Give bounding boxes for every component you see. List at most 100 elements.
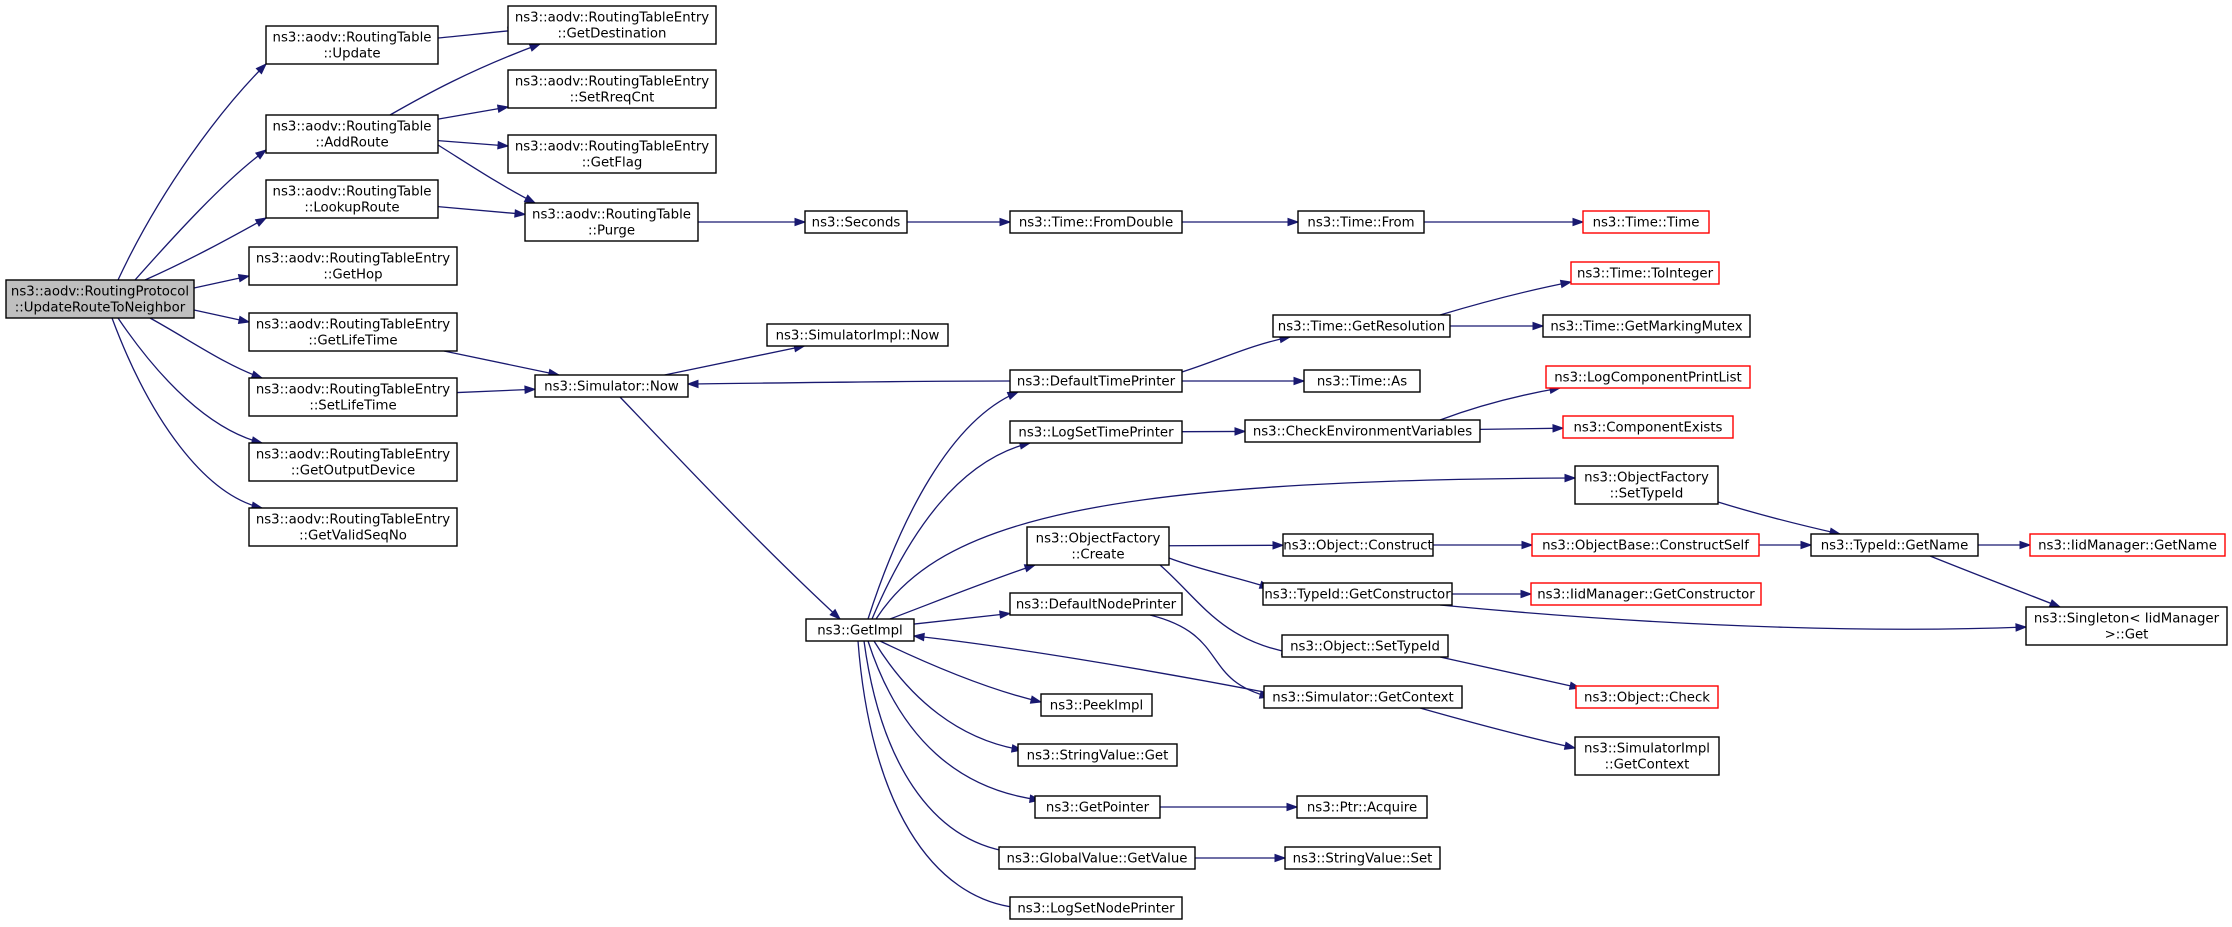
node-box	[1282, 533, 1434, 557]
edge-rt_addroute-to-rte_getflag	[437, 139, 510, 150]
node-time-as[interactable]: ns3::Time::As	[1303, 369, 1421, 393]
node-logsetnodeprinter[interactable]: ns3::LogSetNodePrinter	[1009, 896, 1183, 920]
node-iidmgr-getconstructor[interactable]: ns3::IidManager::GetConstructor	[1530, 582, 1762, 606]
node-checkenv[interactable]: ns3::CheckEnvironmentVariables	[1244, 419, 1481, 443]
node-defnodeprinter[interactable]: ns3::DefaultNodePrinter	[1009, 592, 1183, 616]
node-deftimeprinter[interactable]: ns3::DefaultTimePrinter	[1009, 369, 1183, 393]
node-simimpl-getcontext[interactable]: ns3::SimulatorImpl::GetContext	[1574, 736, 1720, 776]
node-box	[1009, 210, 1183, 234]
edge-obj_construct-to-objbase_constructself	[1433, 540, 1534, 550]
node-label: ::GetContext	[1605, 758, 1690, 773]
node-label: ns3::SimulatorImpl	[1584, 742, 1710, 757]
node-logcompprint[interactable]: ns3::LogComponentPrintList	[1545, 365, 1751, 389]
node-typeid-getname[interactable]: ns3::TypeId::GetName	[1810, 533, 1979, 557]
node-time-time[interactable]: ns3::Time::Time	[1582, 210, 1710, 234]
node-sim-getcontext[interactable]: ns3::Simulator::GetContext	[1263, 685, 1463, 709]
node-label: ns3::aodv::RoutingTableEntry	[256, 252, 450, 267]
edge-getresolution-to-getmarkingmutex	[1450, 321, 1545, 331]
edge-rt_addroute-to-rte_getdest	[389, 43, 542, 116]
node-box	[1562, 415, 1734, 439]
node-label: ns3::aodv::RoutingTableEntry	[515, 11, 709, 26]
node-simimpl-now[interactable]: ns3::SimulatorImpl::Now	[766, 323, 949, 347]
edge-getimpl-to-deftimeprinter	[867, 391, 1020, 620]
edge-deftimeprinter-to-time_as	[1182, 376, 1306, 386]
node-getmarkingmutex[interactable]: ns3::Time::GetMarkingMutex	[1542, 314, 1751, 338]
node-rte-getvalidseq[interactable]: ns3::aodv::RoutingTableEntry::GetValidSe…	[248, 507, 458, 547]
node-stringvalue-get[interactable]: ns3::StringValue::Get	[1017, 743, 1178, 767]
node-label: ns3::Time::From	[1307, 216, 1414, 231]
node-rt-lookup[interactable]: ns3::aodv::RoutingTable::LookupRoute	[265, 179, 439, 219]
node-fromdouble[interactable]: ns3::Time::FromDouble	[1009, 210, 1183, 234]
node-logsettimeprinter[interactable]: ns3::LogSetTimePrinter	[1009, 420, 1183, 444]
node-label: ns3::Simulator::GetContext	[1272, 691, 1453, 706]
node-box	[5, 279, 195, 319]
node-rt-purge[interactable]: ns3::aodv::RoutingTable::Purge	[524, 202, 699, 242]
node-label: ns3::DefaultNodePrinter	[1016, 598, 1177, 613]
node-rte-gethop[interactable]: ns3::aodv::RoutingTableEntry::GetHop	[248, 246, 458, 286]
edge-rte_getlifetime-to-sim_now	[443, 350, 561, 378]
node-box	[248, 442, 458, 482]
node-compexists[interactable]: ns3::ComponentExists	[1562, 415, 1734, 439]
node-rte-setrreq[interactable]: ns3::aodv::RoutingTableEntry::SetRreqCnt	[507, 69, 717, 109]
node-label: ns3::Ptr::Acquire	[1307, 801, 1417, 816]
node-label: ns3::LogSetTimePrinter	[1018, 426, 1174, 441]
node-box	[507, 5, 717, 45]
edge-getimpl-to-stringvalue_get	[873, 640, 1024, 753]
edge-time_from-to-time_time	[1424, 217, 1585, 227]
edge-getpointer-to-ptr_acquire	[1160, 802, 1299, 812]
node-getpointer[interactable]: ns3::GetPointer	[1034, 795, 1161, 819]
edge-sim_now-to-getimpl	[619, 396, 842, 621]
node-label: ns3::aodv::RoutingProtocol	[11, 285, 189, 300]
edge-checkenv-to-compexists	[1479, 424, 1565, 433]
node-peekimpl[interactable]: ns3::PeekImpl	[1040, 693, 1153, 717]
node-time-from[interactable]: ns3::Time::From	[1297, 210, 1425, 234]
node-getimpl[interactable]: ns3::GetImpl	[805, 618, 915, 642]
node-label: ::Create	[1071, 548, 1124, 563]
edge-checkenv-to-logcompprint	[1439, 385, 1562, 421]
node-label: ns3::aodv::RoutingTableEntry	[515, 140, 709, 155]
node-of-create[interactable]: ns3::ObjectFactory::Create	[1026, 526, 1170, 566]
node-box	[1303, 369, 1421, 393]
node-label: ::AddRoute	[315, 136, 388, 151]
node-singleton-get[interactable]: ns3::Singleton< IidManager >::Get	[2025, 606, 2228, 646]
edge-typeid_getconstructor-to-singleton_get	[1439, 604, 2028, 632]
node-getresolution[interactable]: ns3::Time::GetResolution	[1272, 314, 1451, 338]
node-box	[1574, 736, 1720, 776]
node-sim-now[interactable]: ns3::Simulator::Now	[534, 374, 689, 398]
node-iidmgr-getname[interactable]: ns3::IidManager::GetName	[2029, 533, 2226, 557]
node-label: ns3::Time::GetMarkingMutex	[1550, 320, 1742, 335]
edge-sim_getcontext-to-simimpl_getcontext	[1419, 707, 1577, 750]
node-of-settypeid[interactable]: ns3::ObjectFactory::SetTypeId	[1574, 465, 1719, 505]
node-rte-setlifetime[interactable]: ns3::aodv::RoutingTableEntry::SetLifeTim…	[248, 377, 458, 417]
node-label: ns3::aodv::RoutingTableEntry	[256, 383, 450, 398]
edge-logsettimeprinter-to-checkenv	[1181, 427, 1247, 436]
node-label: ns3::Time::GetResolution	[1278, 320, 1445, 335]
node-box	[1296, 795, 1428, 819]
node-box	[1575, 685, 1719, 709]
node-obj-check[interactable]: ns3::Object::Check	[1575, 685, 1719, 709]
node-box	[524, 202, 699, 242]
node-rte-getdest[interactable]: ns3::aodv::RoutingTableEntry::GetDestina…	[507, 5, 717, 45]
node-obj-construct[interactable]: ns3::Object::Construct	[1282, 533, 1434, 557]
node-stringvalue-set[interactable]: ns3::StringValue::Set	[1284, 846, 1441, 870]
node-rt-update[interactable]: ns3::aodv::RoutingTable::Update	[265, 25, 439, 65]
node-rte-getoutput[interactable]: ns3::aodv::RoutingTableEntry::GetOutputD…	[248, 442, 458, 482]
node-ptr-acquire[interactable]: ns3::Ptr::Acquire	[1296, 795, 1428, 819]
node-label: ns3::StringValue::Get	[1027, 749, 1169, 764]
node-objbase-constructself[interactable]: ns3::ObjectBase::ConstructSelf	[1531, 533, 1760, 557]
node-obj-settypeid[interactable]: ns3::Object::SetTypeId	[1281, 634, 1449, 658]
node-label: ns3::Singleton< IidManager	[2034, 612, 2220, 627]
node-box	[1034, 795, 1161, 819]
node-label: ns3::Time::FromDouble	[1019, 216, 1173, 231]
node-typeid-getconstructor[interactable]: ns3::TypeId::GetConstructor	[1262, 582, 1453, 606]
node-tointeger[interactable]: ns3::Time::ToInteger	[1570, 261, 1720, 285]
node-rte-getlifetime[interactable]: ns3::aodv::RoutingTableEntry::GetLifeTim…	[248, 312, 458, 352]
node-rte-getflag[interactable]: ns3::aodv::RoutingTableEntry::GetFlag	[507, 134, 717, 174]
node-seconds[interactable]: ns3::Seconds	[804, 210, 908, 234]
node-rt-addroute[interactable]: ns3::aodv::RoutingTable::AddRoute	[265, 114, 439, 154]
node-label: ns3::ObjectFactory	[1036, 532, 1161, 547]
node-globalvalue-getvalue[interactable]: ns3::GlobalValue::GetValue	[998, 846, 1196, 870]
node-box	[1810, 533, 1979, 557]
node-root[interactable]: ns3::aodv::RoutingProtocol::UpdateRouteT…	[5, 279, 195, 319]
